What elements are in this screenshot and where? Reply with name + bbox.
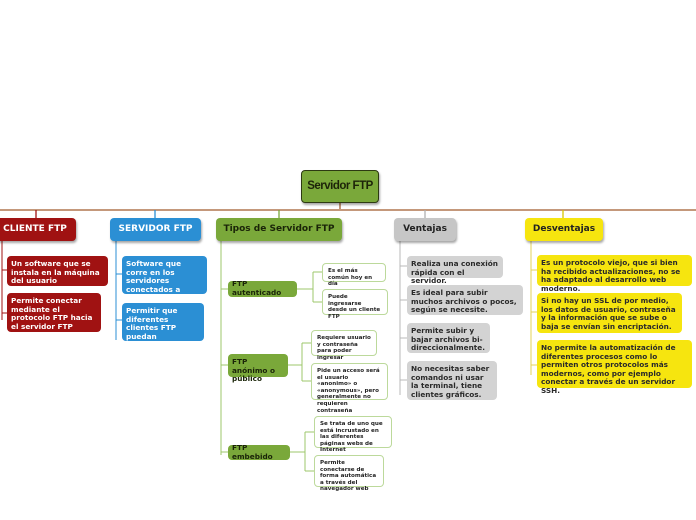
servidor-item-2-text: Permitir que diferentes clientes FTP pue… bbox=[126, 306, 189, 350]
embebido-item-1-text: Se trata de uno que está incrustado en l… bbox=[320, 421, 383, 454]
subtype-ftp-anonimo[interactable]: FTP anónimo o público bbox=[228, 354, 288, 383]
autenticado-item-2[interactable]: Puede ingresarse desde un cliente FTP bbox=[322, 289, 388, 320]
ventajas-item-2[interactable]: Es ideal para subir muchos archivos o po… bbox=[407, 285, 523, 315]
subtype-ftp-embebido-label: FTP embebido bbox=[232, 442, 273, 461]
ventajas-item-1[interactable]: Realiza una conexión rápida con el servi… bbox=[407, 256, 503, 285]
ventajas-item-1-text: Realiza una conexión rápida con el servi… bbox=[411, 259, 498, 286]
link-desventajas-items bbox=[530, 241, 537, 375]
desventajas-item-2-text: Si no hay un SSL de por medio, los datos… bbox=[541, 296, 676, 331]
servidor-item-1-text: Software que corre en los servidores con… bbox=[126, 259, 182, 303]
desventajas-item-3[interactable]: No permite la automatización de diferent… bbox=[537, 340, 692, 395]
cliente-item-2-text: Permite conectar mediante el protocolo F… bbox=[11, 296, 93, 340]
central-topic-label: Servidor FTP bbox=[307, 179, 373, 192]
anonimo-item-1-text: Requiere usuario y contraseña para poder… bbox=[317, 335, 371, 361]
desventajas-item-1[interactable]: Es un protocolo viejo, que si bien ha re… bbox=[537, 255, 692, 293]
branch-servidor-ftp[interactable]: SERVIDOR FTP bbox=[110, 218, 201, 241]
anonimo-item-2[interactable]: Pide un acceso será el usuario «anonimo»… bbox=[311, 363, 388, 414]
branch-tipos-label: Tipos de Servidor FTP bbox=[223, 224, 335, 235]
ventajas-item-4-text: No necesitas saber comandos ni usar la t… bbox=[411, 364, 490, 399]
embebido-item-1[interactable]: Se trata de uno que está incrustado en l… bbox=[314, 416, 392, 453]
servidor-item-1[interactable]: Software que corre en los servidores con… bbox=[122, 256, 207, 302]
link-cliente-items bbox=[1, 241, 7, 320]
branch-tipos-servidor[interactable]: Tipos de Servidor FTP bbox=[216, 218, 342, 241]
servidor-item-2[interactable]: Permitir que diferentes clientes FTP pue… bbox=[122, 303, 204, 349]
cliente-item-1-text: Un software que se instala en la máquina… bbox=[11, 259, 100, 286]
branch-ventajas[interactable]: Ventajas bbox=[394, 218, 456, 241]
cliente-item-1[interactable]: Un software que se instala en la máquina… bbox=[7, 256, 108, 286]
branch-cliente-label: CLIENTE FTP bbox=[3, 224, 67, 235]
subtype-ftp-embebido[interactable]: FTP embebido bbox=[228, 442, 290, 461]
ventajas-item-2-text: Es ideal para subir muchos archivos o po… bbox=[411, 288, 517, 315]
link-embebido-items bbox=[290, 431, 314, 472]
branch-cliente-ftp[interactable]: CLIENTE FTP bbox=[0, 218, 76, 241]
subtype-ftp-autenticado-label: FTP autenticado bbox=[232, 279, 282, 297]
autenticado-item-1-text: Es el más común hoy en día bbox=[328, 268, 373, 288]
embebido-item-2-text: Permite conectarse de forma automática a… bbox=[320, 460, 377, 493]
link-anonimo-items bbox=[288, 342, 311, 382]
ventajas-item-3-text: Permite subir y bajar archivos bi-direcc… bbox=[411, 326, 486, 353]
desventajas-item-1-text: Es un protocolo viejo, que si bien ha re… bbox=[541, 258, 681, 293]
anonimo-item-1[interactable]: Requiere usuario y contraseña para poder… bbox=[311, 330, 377, 361]
link-tipos-subtypes bbox=[220, 241, 228, 455]
anonimo-item-2-text: Pide un acceso será el usuario «anonimo»… bbox=[317, 368, 380, 414]
subtype-ftp-autenticado[interactable]: FTP autenticado bbox=[228, 279, 297, 297]
central-topic[interactable]: Servidor FTP bbox=[301, 170, 379, 203]
link-autenticado-items bbox=[297, 271, 322, 303]
link-central-bus bbox=[0, 203, 696, 211]
branch-servidor-label: SERVIDOR FTP bbox=[118, 224, 193, 235]
ventajas-item-4[interactable]: No necesitas saber comandos ni usar la t… bbox=[407, 361, 497, 400]
autenticado-item-2-text: Puede ingresarse desde un cliente FTP bbox=[328, 294, 381, 320]
link-ventajas-items bbox=[399, 241, 407, 395]
desventajas-item-2[interactable]: Si no hay un SSL de por medio, los datos… bbox=[537, 293, 682, 333]
subtype-ftp-anonimo-label: FTP anónimo o público bbox=[232, 357, 275, 384]
cliente-item-2[interactable]: Permite conectar mediante el protocolo F… bbox=[7, 293, 101, 339]
embebido-item-2[interactable]: Permite conectarse de forma automática a… bbox=[314, 455, 384, 492]
branch-desventajas-label: Desventajas bbox=[532, 224, 596, 235]
desventajas-item-3-text: No permite la automatización de diferent… bbox=[541, 343, 676, 396]
branch-desventajas[interactable]: Desventajas bbox=[525, 218, 603, 241]
ventajas-item-3[interactable]: Permite subir y bajar archivos bi-direcc… bbox=[407, 323, 490, 353]
autenticado-item-1[interactable]: Es el más común hoy en día bbox=[322, 263, 386, 287]
link-servidor-items bbox=[115, 241, 122, 340]
branch-ventajas-label: Ventajas bbox=[403, 224, 447, 235]
